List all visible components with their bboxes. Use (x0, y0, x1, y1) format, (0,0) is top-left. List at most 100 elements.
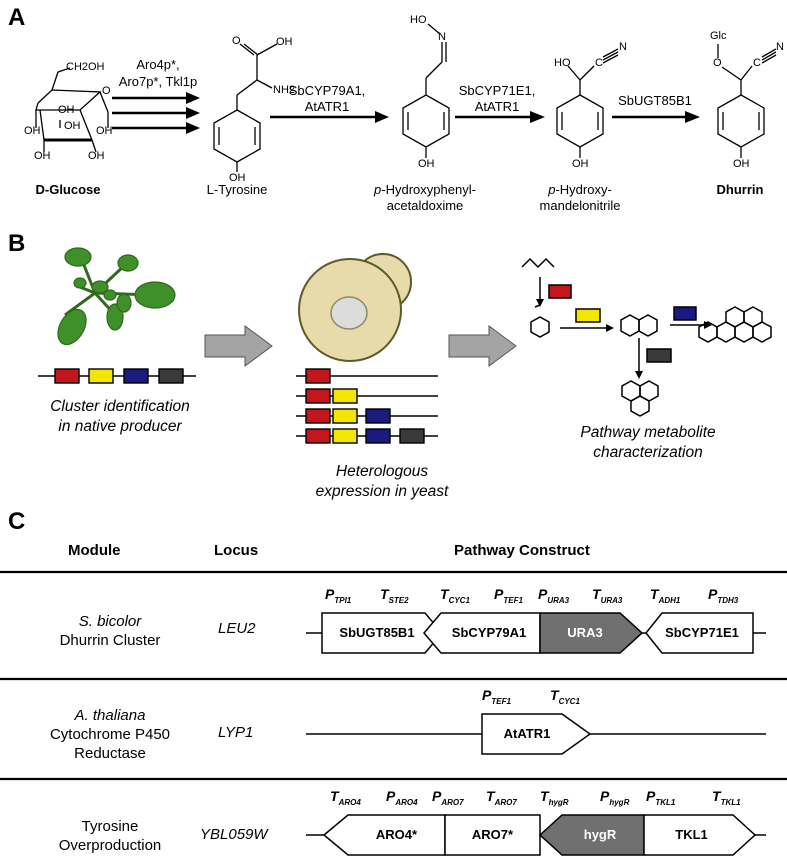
row1-elem-5: TURA3 (592, 586, 623, 605)
row3-construct (306, 814, 766, 856)
caption-left-2: in native producer (58, 418, 182, 435)
atom-oh-5: OH (88, 150, 105, 162)
atom-ch2oh: CH2OH (66, 61, 105, 73)
row3-module-line2: Overproduction (58, 837, 162, 854)
row1-locus: LEU2 (218, 620, 256, 637)
tyrosine-structure (213, 43, 278, 172)
enzyme-step2-line1: SbCYP79A1, (288, 83, 366, 98)
row2-locus: LYP1 (218, 724, 254, 741)
row1-construct (306, 612, 766, 654)
panel-b-graphics (38, 247, 772, 444)
row1-gene-2: URA3 (567, 625, 603, 640)
construct-list (296, 368, 438, 444)
row3-module-line1: Tyrosine (81, 818, 139, 835)
row2-elem-0: PTEF1 (482, 687, 511, 706)
enzyme-step3-line1: SbCYP71E1, (458, 83, 536, 98)
gene-sbcyp71e1 (645, 612, 754, 654)
atom-n-mand: N (619, 41, 627, 53)
atom-oh-4: OH (34, 150, 51, 162)
atom-oh-oxime: OH (418, 158, 435, 170)
dhurrin-structure (717, 44, 777, 158)
compound-oxime-line1: p-Hydroxyphenyl- (374, 182, 476, 197)
yeast-icon (298, 253, 412, 362)
metabolite-pathway (521, 257, 772, 417)
header-locus: Locus (214, 542, 259, 559)
oxime-structure (402, 23, 450, 158)
gene-ura3 (539, 612, 644, 654)
row2-module-line2: Cytochrome P450 (49, 726, 171, 743)
arrow-step3 (455, 111, 545, 123)
row3-elem-3: TARO7 (486, 788, 517, 807)
caption-right-2: characterization (593, 444, 703, 461)
arrow-step4 (612, 111, 700, 123)
compound-tyrosine: L-Tyrosine (206, 182, 268, 197)
atom-oh-mand: OH (572, 158, 589, 170)
enzyme-step1-line2: Aro7p*, Tkl1p (118, 74, 198, 89)
row1-elem-3: PTEF1 (494, 586, 523, 605)
row3-elem-6: PTKL1 (646, 788, 676, 807)
compound-oxime-line2: acetaldoxime (386, 198, 464, 213)
compound-dhurrin: Dhurrin (716, 182, 764, 197)
header-construct: Pathway Construct (454, 542, 590, 559)
compound-mand-line1: p-Hydroxy- (548, 182, 612, 197)
panel-c-graphics (0, 570, 787, 856)
atom-o-tyr: O (232, 35, 241, 47)
atom-ho-oxime: HO (410, 14, 427, 26)
row3-elem-4: ThygR (540, 788, 569, 807)
atom-oh-3: OH (24, 125, 41, 137)
gene-aro7 (444, 814, 541, 856)
compound-glucose: D-Glucose (35, 182, 101, 197)
panel-label-a: A (8, 4, 26, 31)
row3-gene-3: TKL1 (675, 827, 708, 842)
row3-gene-2: hygR (583, 827, 617, 842)
row3-gene-1: ARO7* (471, 827, 514, 842)
row1-gene-3: SbCYP71E1 (665, 625, 739, 640)
atom-oh-2: OH (96, 125, 113, 137)
plant-icon (57, 247, 176, 346)
caption-right-1: Pathway metabolite (580, 424, 716, 441)
gene-blue (123, 368, 149, 384)
atom-nh2: NH2 (273, 84, 296, 96)
row1-elem-2: TCYC1 (440, 586, 470, 605)
big-arrow-1 (204, 325, 273, 367)
row1-elem-6: TADH1 (650, 586, 681, 605)
metabolite-arrowheads (536, 299, 712, 379)
compound-mand-line2: mandelonitrile (539, 198, 621, 213)
arrow-step1c (112, 122, 200, 134)
gene-tkl1 (643, 814, 757, 856)
gene-dark (158, 368, 184, 384)
atom-oh-tyr: OH (229, 172, 246, 184)
row2-module-line3: Reductase (74, 745, 146, 762)
row3-locus: YBL059W (200, 826, 268, 843)
row3-elem-5: PhygR (600, 788, 630, 807)
atom-c-dhurrin: C (753, 57, 761, 69)
row3-elem-2: PARO7 (432, 788, 464, 807)
gene-atatr1 (481, 713, 592, 755)
row2-elem-1: TCYC1 (550, 687, 580, 706)
atom-glc: Glc (710, 30, 727, 42)
caption-middle-1: Heterologous (335, 463, 429, 480)
panel-label-b: B (8, 230, 26, 257)
glucose-structure (35, 67, 109, 153)
row2-gene-0: AtATR1 (503, 726, 551, 741)
panel-a-structures (35, 23, 777, 172)
enzyme-step2-line2: AtATR1 (304, 99, 350, 114)
enzyme-step1-line1: Aro4p*, (136, 57, 180, 72)
atom-oh-6: OH (64, 120, 81, 132)
row1-elem-7: PTDH3 (708, 586, 739, 605)
atom-oh-tyr-acid: OH (276, 36, 293, 48)
gene-red (54, 368, 80, 384)
arrow-step1b (112, 107, 200, 119)
atom-n-dhurrin: N (776, 41, 784, 53)
atom-o-glucose: O (102, 85, 111, 97)
big-arrow-2 (448, 325, 517, 367)
caption-middle-2: expression in yeast (315, 483, 449, 500)
row1-module-line1: S. bicolor (78, 613, 142, 630)
mandelonitrile-structure (556, 48, 619, 158)
atom-oh-1: OH (58, 104, 75, 116)
gene-yellow (88, 368, 114, 384)
row1-elem-0: PTPI1 (325, 586, 352, 605)
enzyme-step3-line2: AtATR1 (474, 99, 520, 114)
atom-c-mand: C (595, 57, 603, 69)
panel-label-c: C (8, 508, 26, 535)
